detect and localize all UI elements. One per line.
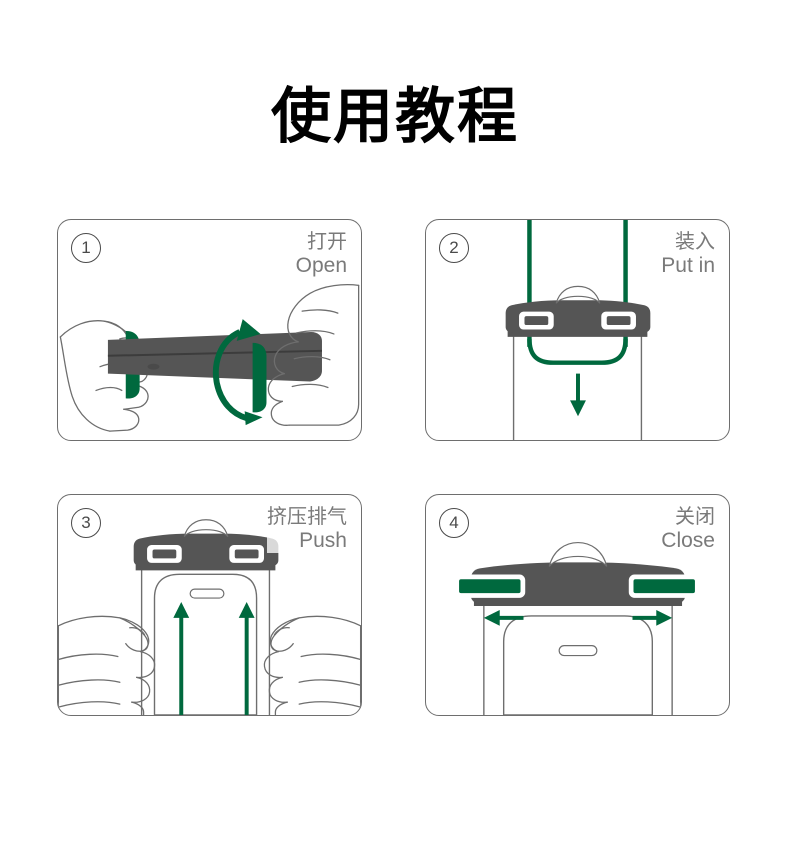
left-hand-crease-2 — [95, 386, 123, 392]
arrow-right-head — [656, 609, 673, 626]
arrow-down-head — [570, 400, 586, 417]
left-hand-crease-2 — [58, 679, 121, 686]
left-hand-outer — [59, 336, 111, 432]
phone-outline — [502, 615, 654, 715]
arrows-outward-green — [483, 609, 673, 626]
left-hand-finger-1 — [136, 650, 156, 679]
illustration-close — [454, 541, 700, 715]
step-label-en: Push — [299, 528, 347, 552]
arrow-left-head — [483, 609, 500, 626]
left-hand-finger-3 — [131, 701, 145, 715]
right-hand-finger-2 — [267, 372, 285, 402]
right-hand-outer — [288, 284, 360, 426]
illustration-push — [58, 519, 361, 715]
carry-handle — [548, 541, 608, 567]
right-hand-finger-1 — [263, 650, 283, 679]
latch-slot-left-inner — [524, 316, 549, 326]
rotation-arrow-green — [212, 319, 263, 426]
step-caption-4: 关闭 Close — [661, 504, 715, 554]
closure-bar-closed — [454, 541, 700, 606]
closure-bar — [505, 285, 651, 337]
phone-speaker-slot — [558, 645, 598, 657]
closure-bar-body — [107, 331, 322, 382]
latch-slot-right-inner — [606, 316, 631, 326]
latch-slot-left-inner — [152, 549, 177, 559]
left-thumb-nail — [129, 626, 146, 636]
right-hand-finger-3 — [270, 400, 290, 426]
right-hand-finger-2 — [268, 676, 288, 703]
closure-bar — [133, 519, 279, 571]
lock-bar-right-green — [633, 579, 695, 594]
right-hand-crease-2 — [298, 679, 361, 686]
step-label-en: Put in — [661, 253, 715, 277]
left-hand-crease-1 — [58, 653, 119, 661]
right-hand-crease-1 — [301, 309, 339, 314]
left-hand-crease-3 — [58, 701, 121, 708]
step-label-cn: 关闭 — [675, 504, 715, 528]
latch-slot-right-inner — [234, 549, 259, 559]
right-hand-crease-4 — [291, 383, 329, 389]
step-caption-2: 装入 Put in — [661, 229, 715, 279]
step-caption-3: 挤压排气 Push — [267, 504, 347, 554]
step-label-en: Close — [661, 528, 715, 552]
step-number-text: 2 — [449, 238, 459, 257]
right-hand-finger-3 — [274, 701, 288, 715]
step-number-text: 3 — [81, 513, 91, 532]
step-panel-4: 4 关闭 Close — [425, 494, 730, 716]
lock-bar-left-green — [459, 579, 521, 594]
bag-body-outline — [483, 605, 673, 715]
illustration-open — [59, 284, 360, 432]
left-hand-top — [58, 615, 150, 653]
arrow-down-green — [570, 373, 586, 417]
carry-handle — [555, 285, 601, 304]
clip-right-green — [252, 342, 267, 413]
left-hand-finger-2 — [131, 676, 151, 703]
right-hand-crease-1 — [300, 653, 361, 661]
step-label-cn: 打开 — [307, 229, 347, 253]
step-label-en: Open — [295, 253, 347, 277]
right-thumb — [270, 617, 300, 652]
step-number-badge-4: 4 — [439, 508, 469, 538]
step-label-cn: 装入 — [675, 229, 715, 253]
carry-handle — [183, 519, 229, 538]
step-number-badge-1: 1 — [71, 233, 101, 263]
page-title: 使用教程 — [271, 82, 519, 152]
left-hand-finger-3 — [109, 408, 140, 432]
step-panel-3: 3 挤压排气 Push — [57, 494, 362, 716]
right-hand-crease-3 — [298, 701, 361, 708]
right-hand-crease-2 — [295, 330, 335, 335]
illustration-put-in — [505, 220, 651, 440]
left-thumb — [119, 617, 149, 652]
step-number-text: 1 — [81, 238, 91, 257]
rotation-arrow-head — [236, 319, 261, 341]
right-hand-top — [269, 615, 361, 653]
step-caption-1: 打开 Open — [295, 229, 347, 279]
step-number-text: 4 — [449, 513, 459, 532]
right-hand-finger-1 — [273, 341, 299, 375]
phone-speaker-slot — [189, 588, 225, 599]
arrows-up-green — [173, 602, 255, 715]
right-hand-crease-3 — [293, 355, 331, 361]
step-number-badge-3: 3 — [71, 508, 101, 538]
right-thumb-nail — [273, 626, 290, 636]
step-panel-2: 2 装入 Put in — [425, 219, 730, 441]
step-number-badge-2: 2 — [439, 233, 469, 263]
right-hand-top — [287, 284, 360, 343]
arrow-up-head-left — [173, 602, 190, 618]
closure-bar-notch — [147, 363, 160, 370]
closure-bar-seam — [107, 349, 323, 357]
step-panel-1: 1 打开 Open — [57, 219, 362, 441]
arrow-up-head-right — [238, 602, 255, 618]
step-label-cn: 挤压排气 — [267, 504, 347, 528]
rotation-arrow-tail — [244, 411, 263, 426]
bag-body-outline — [512, 330, 643, 440]
